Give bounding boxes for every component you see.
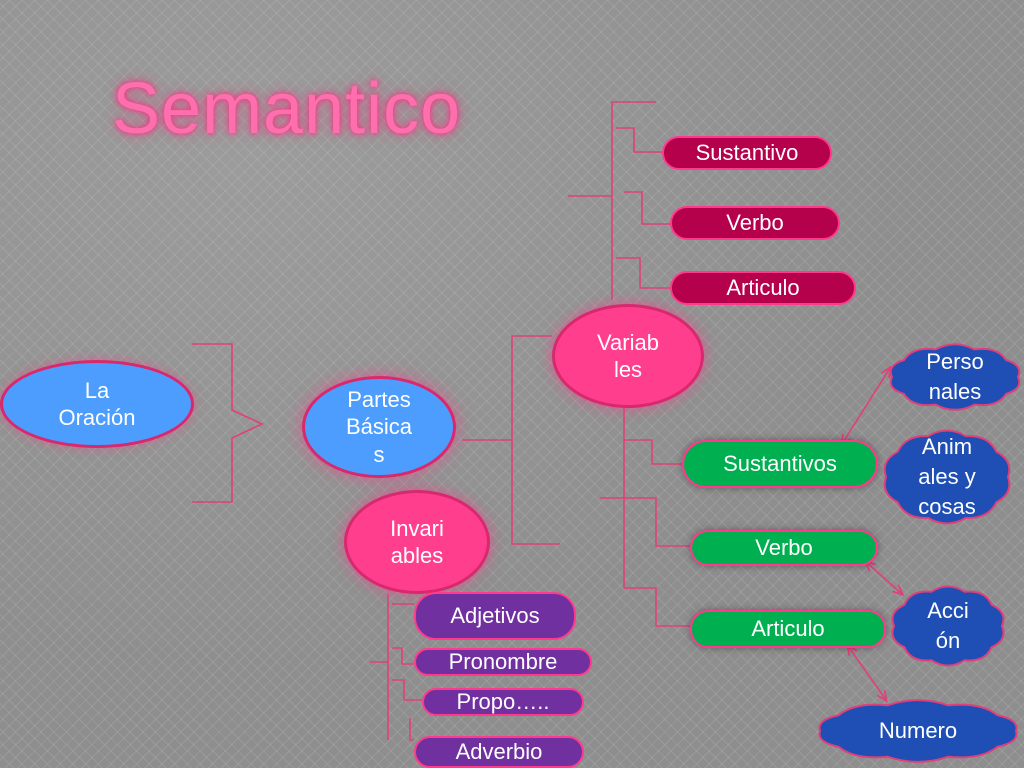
cloud-shape [891, 585, 1005, 667]
pill-adverbio: Adverbio [414, 736, 584, 768]
pill-propo: Propo….. [422, 688, 584, 716]
pill-adverbio-label: Adverbio [455, 739, 543, 765]
pill-verbo: Verbo [690, 530, 878, 566]
cloud-shape [883, 429, 1011, 525]
cloud-numero-label: Numero [878, 718, 958, 744]
pill-articulo: Articulo [690, 610, 886, 648]
cloud-shape [889, 343, 1021, 411]
pill-pronombre-label: Pronombre [448, 649, 558, 675]
slide-title: Semantico [112, 69, 462, 149]
pill-sustantivos-label: Sustantivos [723, 451, 837, 477]
pill-var-sustantivo-label: Sustantivo [695, 140, 799, 166]
pill-sustantivos: Sustantivos [682, 440, 878, 488]
pill-articulo-label: Articulo [751, 616, 825, 642]
pill-propo-label: Propo….. [456, 689, 550, 715]
pill-adjetivos-label: Adjetivos [450, 603, 540, 629]
pill-var-sustantivo: Sustantivo [662, 136, 832, 170]
pill-var-verbo-label: Verbo [726, 210, 784, 236]
pill-var-articulo: Articulo [670, 271, 856, 305]
pill-var-articulo-label: Articulo [726, 275, 800, 301]
cloud-numero: Numero [816, 699, 1020, 763]
pill-pronombre: Pronombre [414, 648, 592, 676]
pill-verbo-label: Verbo [755, 535, 813, 561]
pill-adjetivos: Adjetivos [414, 592, 576, 640]
cloud-shape [818, 699, 1018, 763]
pill-var-verbo: Verbo [670, 206, 840, 240]
